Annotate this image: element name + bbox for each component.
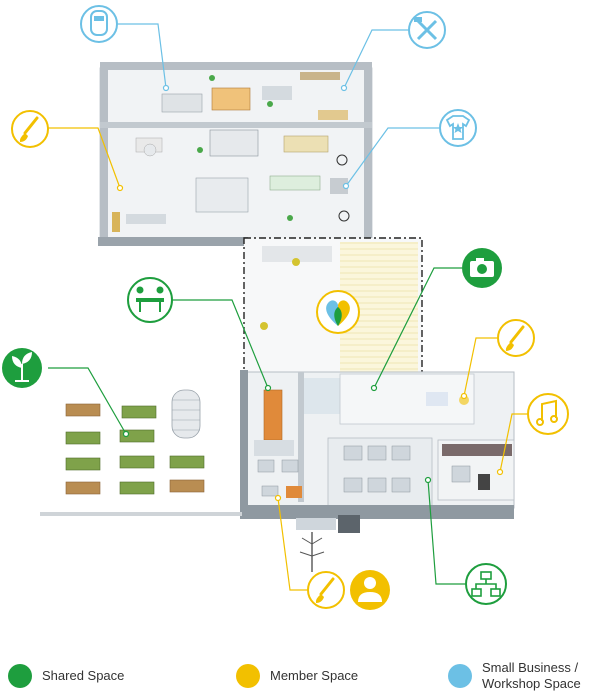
legend-swatch-small-business: [448, 664, 472, 688]
legend-swatch-shared: [8, 664, 32, 688]
paintbrush-icon: [11, 110, 49, 148]
welding-mask-icon: [80, 5, 118, 43]
community-heart-logo: [316, 290, 360, 334]
leader-line-paint-right: [463, 337, 498, 397]
plant-icon: [2, 348, 42, 388]
meeting-table-icon: [127, 277, 173, 323]
leader-line-network: [427, 479, 468, 585]
leader-dot-tshirt: [342, 182, 350, 190]
entrance-tree: [299, 532, 325, 572]
paintbrush-icon: [307, 571, 345, 609]
tools-icon: [408, 11, 446, 49]
leader-dot-paint-top: [116, 184, 124, 192]
garden-beds: [65, 403, 205, 495]
person-icon: [350, 570, 390, 610]
leader-dot-network: [424, 476, 432, 484]
legend-item-shared: Shared Space: [8, 656, 124, 696]
lower-building: [40, 370, 515, 533]
leader-line-paint-top: [48, 127, 121, 189]
leader-dot-tools: [340, 84, 348, 92]
leader-line-plant: [48, 367, 127, 435]
camera-icon: [462, 248, 502, 288]
leader-line-music: [499, 413, 528, 473]
leader-dot-plant: [122, 430, 130, 438]
leader-dot-paint-right: [460, 392, 468, 400]
music-note-icon: [527, 393, 569, 435]
paintbrush-icon: [497, 319, 535, 357]
greenhouse: [171, 389, 201, 439]
leader-line-meeting: [172, 299, 269, 389]
legend-item-member: Member Space: [236, 656, 358, 696]
legend-label-small-business: Small Business / Workshop Space: [482, 660, 581, 691]
legend-swatch-member: [236, 664, 260, 688]
tshirt-icon: [439, 109, 477, 147]
leader-dot-camera: [370, 384, 378, 392]
leader-line-tshirt: [345, 127, 440, 187]
leader-dot-paint-bottom: [274, 494, 282, 502]
leader-line-camera: [373, 267, 462, 389]
leader-dot-welding: [162, 84, 170, 92]
network-icon: [465, 563, 507, 605]
leader-line-paint-bottom: [277, 497, 308, 591]
legend-item-small-business: Small Business / Workshop Space: [448, 656, 581, 696]
leader-dot-music: [496, 468, 504, 476]
leader-line-tools: [343, 29, 408, 89]
upper-building: [98, 62, 373, 246]
legend-label-shared: Shared Space: [42, 668, 125, 683]
leader-dot-meeting: [264, 384, 272, 392]
legend-label-member: Member Space: [270, 668, 359, 683]
leader-line-welding: [116, 23, 167, 89]
